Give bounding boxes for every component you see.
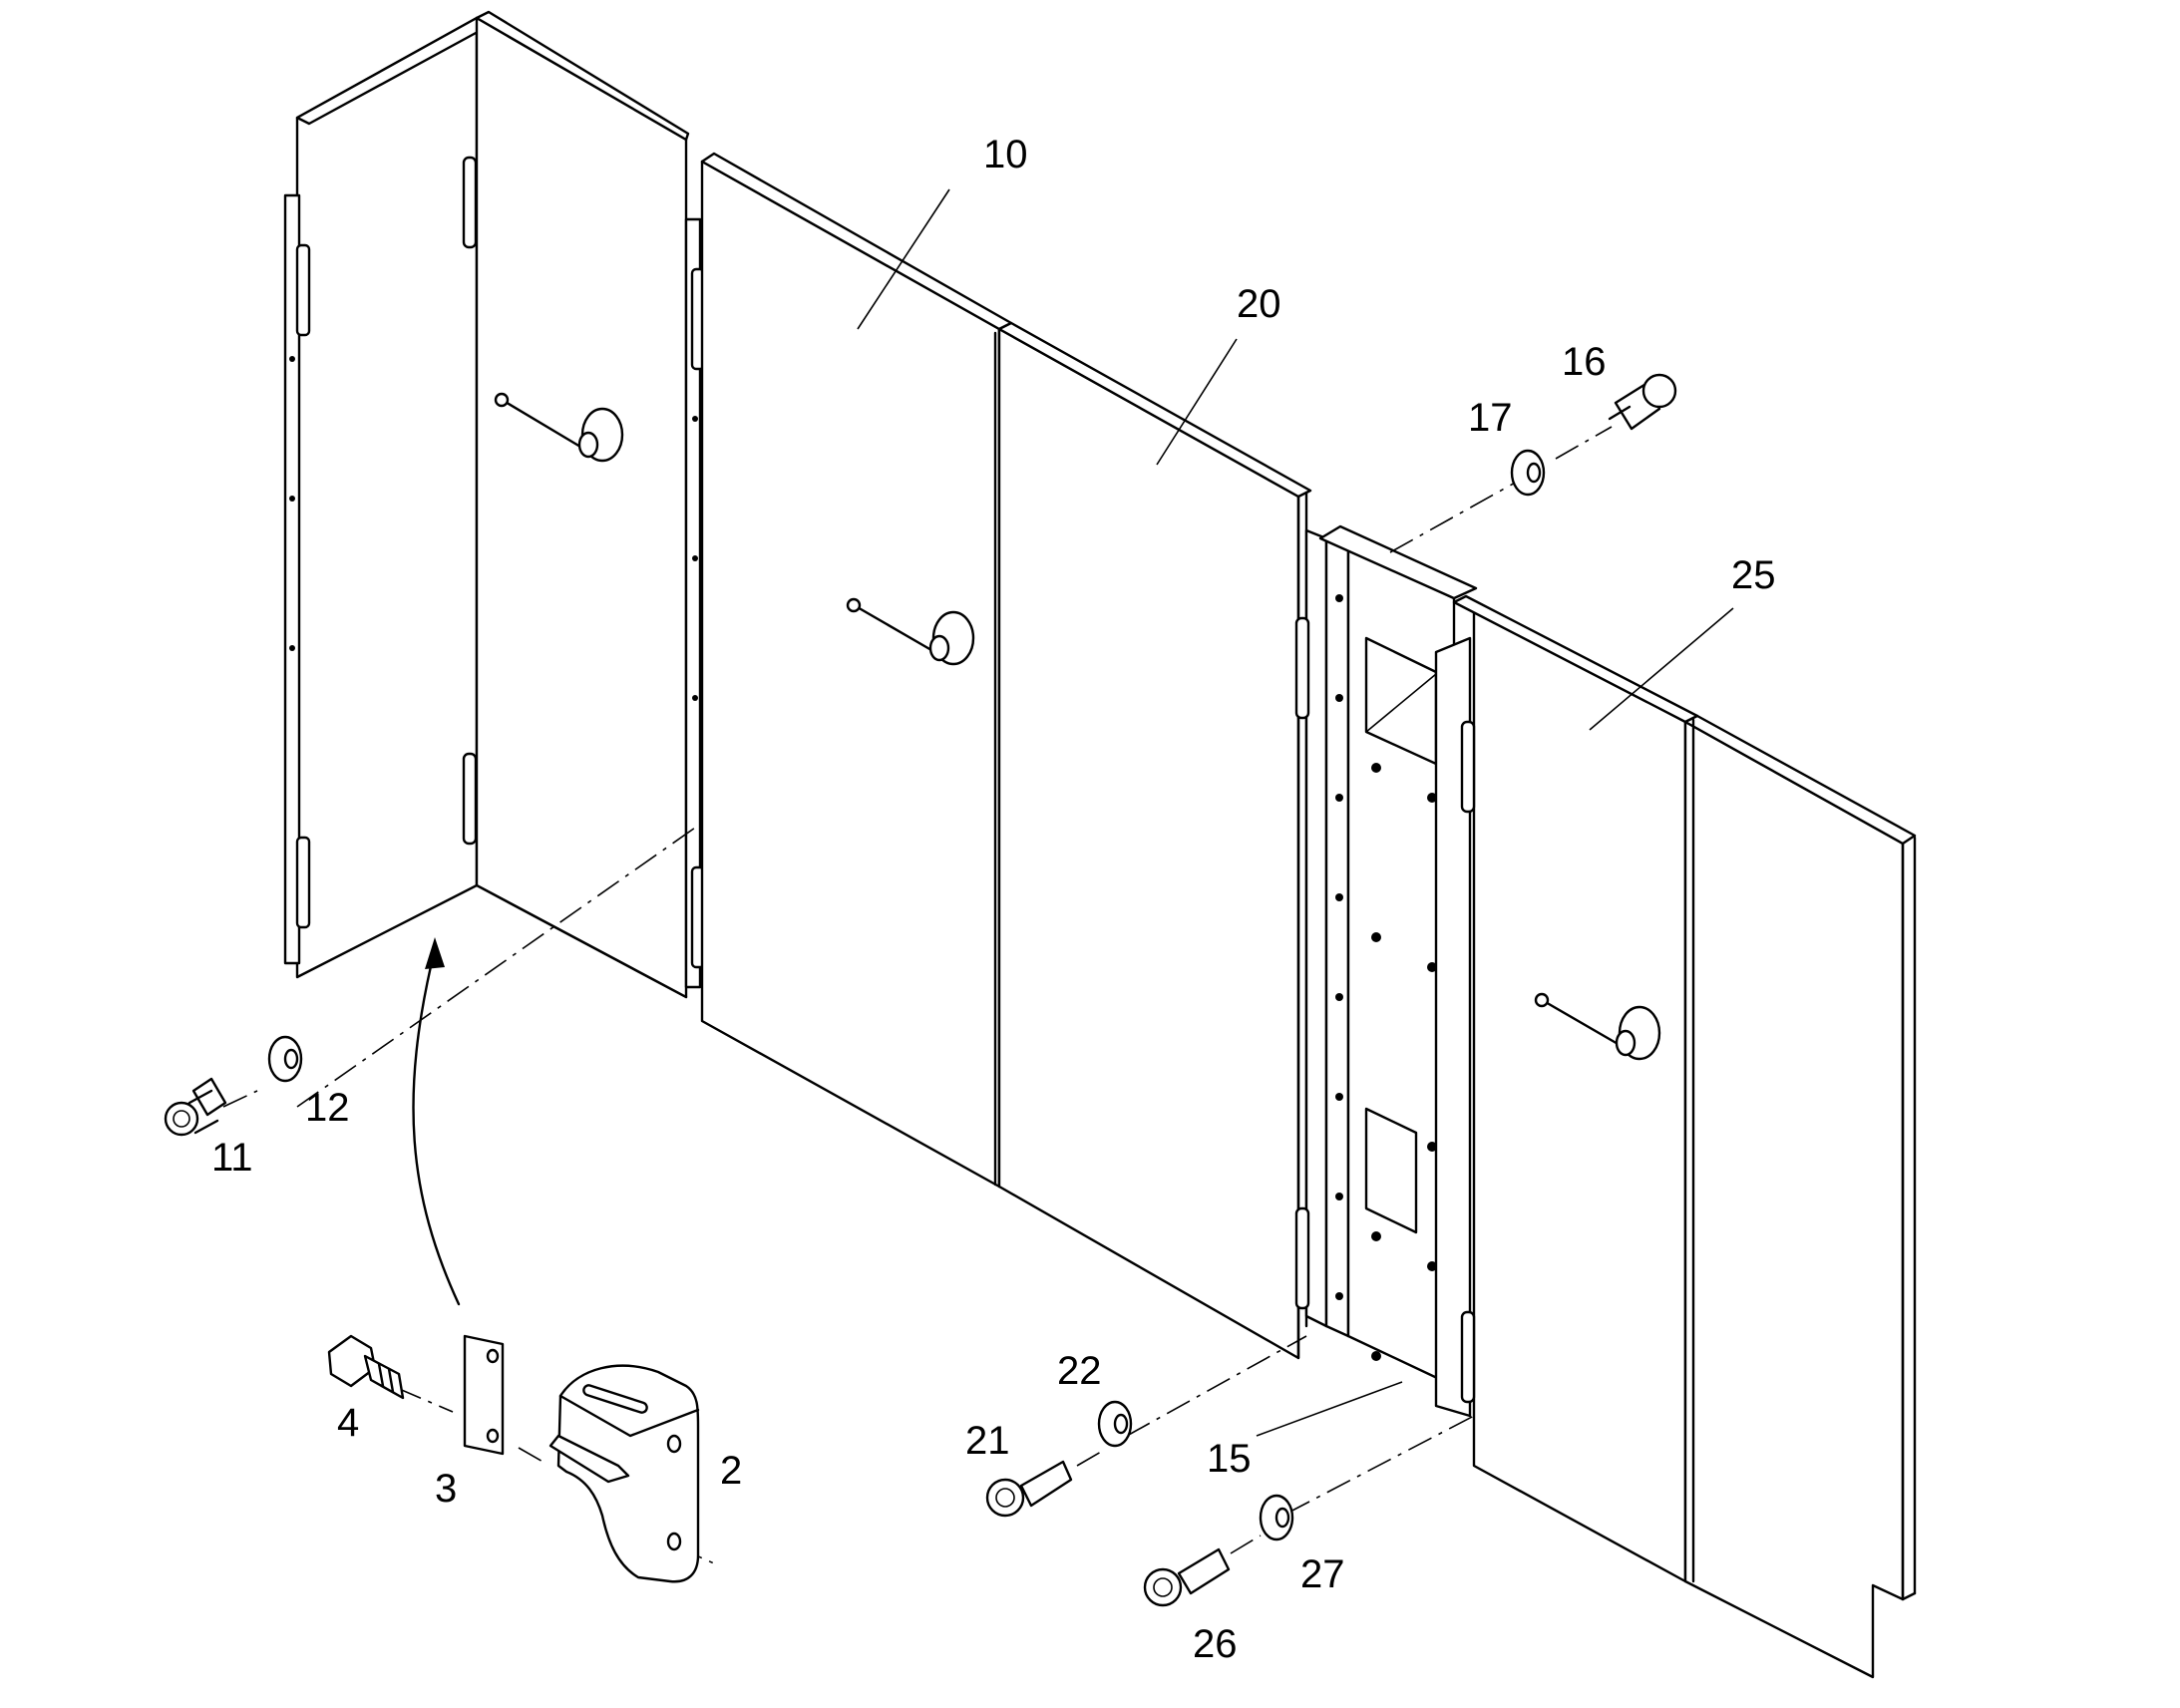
left-front-panel-top — [475, 10, 690, 142]
callout-3: 3 — [435, 1467, 457, 1511]
frame-post-right — [1434, 636, 1472, 1418]
door-panel-20 — [997, 321, 1312, 1360]
callout-15: 15 — [1207, 1437, 1252, 1481]
callout-4: 4 — [337, 1401, 359, 1445]
screw-16 — [1608, 373, 1677, 431]
hinge-knuckle — [1294, 1206, 1310, 1310]
arrow-head — [425, 937, 445, 969]
door-handle-rod — [502, 399, 582, 449]
washer-27 — [1259, 1494, 1294, 1541]
frame-post-inner — [1324, 536, 1350, 1338]
callout-12: 12 — [305, 1086, 350, 1130]
hinge-knuckle — [1460, 720, 1476, 814]
frame-top — [1318, 524, 1478, 600]
frame-assembly-15 — [1294, 524, 1478, 1418]
latch-2 — [548, 1364, 700, 1583]
washer-12 — [267, 1035, 303, 1083]
callout-21: 21 — [965, 1419, 1010, 1463]
door-25-face-left — [1472, 606, 1687, 1583]
door-handle-rod — [854, 604, 933, 652]
door-20-face — [997, 327, 1300, 1360]
callouts: 10 20 16 17 25 12 11 4 3 2 22 21 15 27 2… — [211, 133, 1776, 1666]
plate-3 — [463, 1334, 505, 1456]
callout-25: 25 — [1731, 553, 1776, 597]
assembly-centerlines — [222, 426, 1613, 1564]
door-panel-10 — [700, 152, 1013, 1189]
callout-16: 16 — [1562, 340, 1607, 384]
hinge-knuckle — [462, 752, 478, 846]
door-panel-25 — [1452, 594, 1917, 1679]
left-door-assembly — [283, 10, 706, 999]
callout-26: 26 — [1193, 1622, 1238, 1666]
door-10-face — [700, 160, 1001, 1189]
door-25-face-right — [1683, 720, 1905, 1679]
door-handle-rod — [1542, 999, 1622, 1047]
callout-22: 22 — [1057, 1349, 1102, 1393]
hinge-knuckle — [295, 243, 311, 337]
screw-26 — [1143, 1547, 1231, 1607]
left-hinge-strip — [283, 193, 301, 965]
washer-22 — [1097, 1400, 1133, 1448]
washer-17 — [1510, 449, 1546, 497]
callout-2: 2 — [720, 1449, 742, 1493]
hinge-knuckle — [295, 836, 311, 929]
frame-cutout-lower — [1364, 1107, 1418, 1234]
door-25-top-right — [1683, 714, 1917, 846]
callout-20: 20 — [1237, 282, 1281, 326]
callout-10: 10 — [983, 133, 1028, 176]
right-hinge-strip — [684, 217, 702, 989]
door-20-top — [997, 321, 1312, 499]
install-arrow — [412, 947, 461, 1306]
callout-11: 11 — [211, 1136, 253, 1180]
screw-11 — [164, 1077, 227, 1137]
screw-21 — [985, 1460, 1073, 1518]
callout-27: 27 — [1300, 1552, 1345, 1596]
hinge-knuckle — [1460, 1310, 1476, 1404]
leader-lines — [857, 188, 1734, 1437]
callout-17: 17 — [1468, 396, 1513, 440]
hinge-knuckle — [1294, 616, 1310, 720]
hinge-knuckle — [462, 156, 478, 249]
bolt-4 — [327, 1334, 405, 1400]
left-rear-panel — [295, 16, 479, 979]
left-front-panel — [475, 16, 688, 999]
